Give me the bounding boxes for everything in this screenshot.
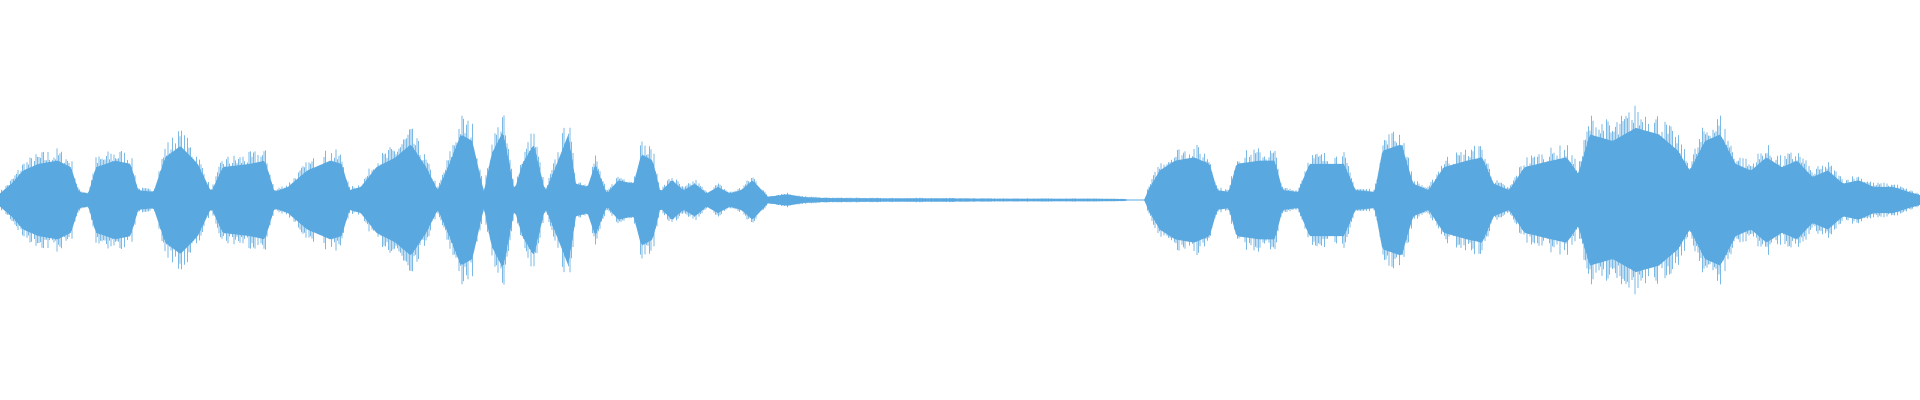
waveform-spikes <box>0 105 1920 295</box>
